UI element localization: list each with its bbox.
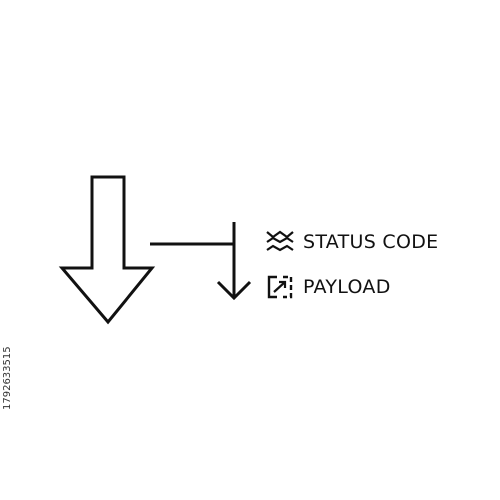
stock-id-vertical: 1792633515: [2, 330, 16, 410]
legend-label-status-code: STATUS CODE: [303, 231, 439, 253]
large-down-arrow-icon: [58, 175, 156, 325]
legend-item-payload: PAYLOAD: [265, 273, 391, 301]
status-wave-icon: [265, 228, 295, 256]
stock-id-text: 1792633515: [2, 346, 13, 410]
legend-item-status-code: STATUS CODE: [265, 228, 438, 256]
small-down-arrowhead-icon: [216, 280, 252, 301]
legend-label-payload: PAYLOAD: [303, 276, 391, 298]
payload-bracket-icon: [265, 273, 295, 301]
